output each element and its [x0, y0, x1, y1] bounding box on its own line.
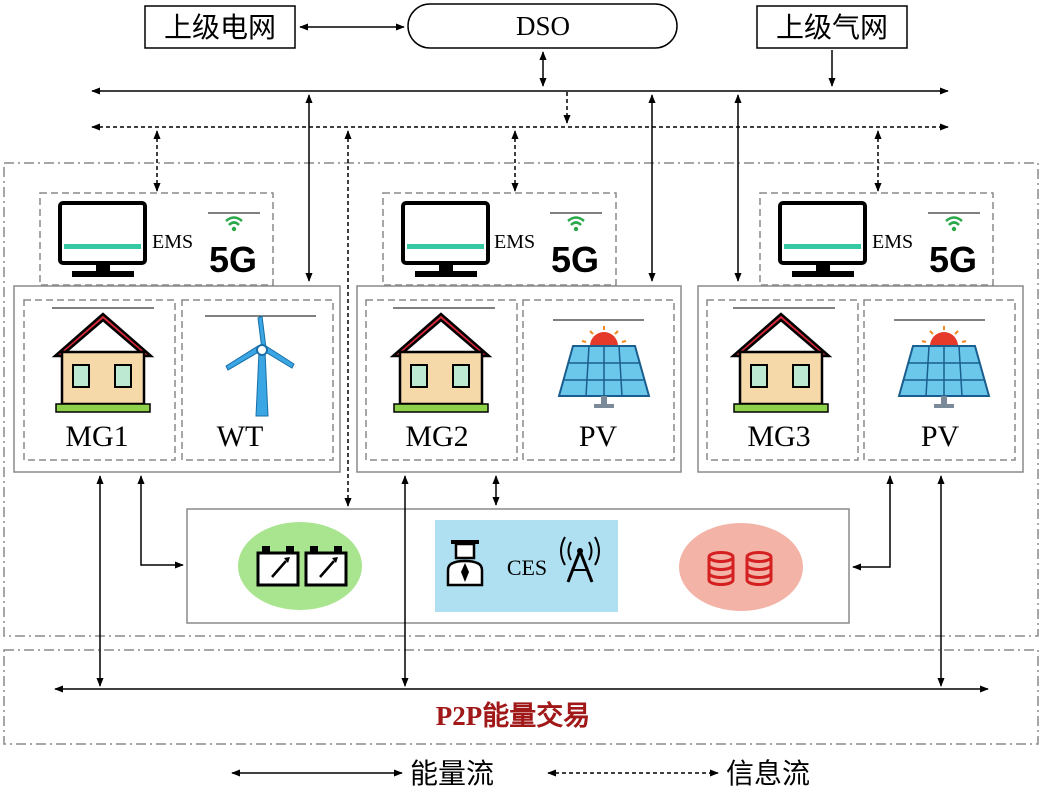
- p2p-region: [3, 649, 1039, 745]
- monitor-icon: [58, 201, 147, 277]
- solar-panel-icon: [897, 326, 991, 408]
- pv3-label: PV: [921, 420, 960, 453]
- storage-group: [679, 523, 803, 611]
- signal-5g-icon: 5G: [208, 212, 260, 280]
- monitor-icon: [778, 201, 867, 277]
- ces-label: CES: [507, 555, 547, 580]
- ems-label-2: EMS: [494, 231, 535, 253]
- signal-5g-icon: 5G: [550, 212, 602, 280]
- mg1-ces-arrow: [137, 475, 184, 569]
- house-icon: [51, 312, 155, 413]
- mg3-ces-arrow: [852, 475, 894, 571]
- upper-grid-label: 上级电网: [164, 12, 276, 44]
- microgrid-1: MG1 WT: [13, 285, 341, 473]
- house-icon: [389, 312, 493, 413]
- ems-box-1: EMS 5G: [39, 192, 274, 286]
- svg-text:5G: 5G: [929, 239, 977, 280]
- mg2-label: MG2: [405, 420, 468, 453]
- upper-grid-box: [144, 5, 296, 49]
- microgrid-3: MG3 PV: [697, 285, 1024, 473]
- p2p-label: P2P能量交易: [436, 700, 591, 731]
- mg1-label: MG1: [65, 420, 128, 453]
- microgrid-region: [3, 162, 1039, 637]
- battery-icon: [304, 546, 348, 587]
- solar-panel-icon: [557, 326, 651, 408]
- antenna-tower-icon: [560, 536, 600, 583]
- pv2-label: PV: [579, 420, 618, 453]
- ems-label-3: EMS: [872, 231, 913, 253]
- dso-label: DSO: [516, 11, 570, 41]
- svg-text:5G: 5G: [551, 239, 599, 280]
- ems-box-3: EMS 5G: [759, 192, 994, 286]
- ces-box: CES: [186, 508, 850, 624]
- signal-5g-icon: 5G: [928, 212, 980, 280]
- battery-icon: [256, 546, 300, 587]
- battery-group: [238, 522, 362, 610]
- legend-energy-label: 能量流: [410, 758, 494, 790]
- upper-gas-label: 上级气网: [776, 12, 888, 44]
- legend: 能量流 信息流: [231, 758, 810, 790]
- ems-label-1: EMS: [152, 231, 193, 253]
- svg-text:5G: 5G: [209, 239, 257, 280]
- microgrid-2: MG2 PV: [356, 285, 682, 473]
- wind-turbine-icon: [225, 315, 295, 417]
- operator-icon: [446, 540, 484, 587]
- mg3-label: MG3: [747, 420, 810, 453]
- legend-info-label: 信息流: [726, 758, 810, 790]
- upper-gas-box: [756, 5, 908, 49]
- database-icon: [707, 551, 773, 586]
- wt-label: WT: [217, 420, 264, 453]
- dso-box: [407, 3, 678, 49]
- monitor-icon: [401, 201, 490, 277]
- ems-box-2: EMS 5G: [382, 192, 617, 286]
- house-icon: [729, 312, 833, 413]
